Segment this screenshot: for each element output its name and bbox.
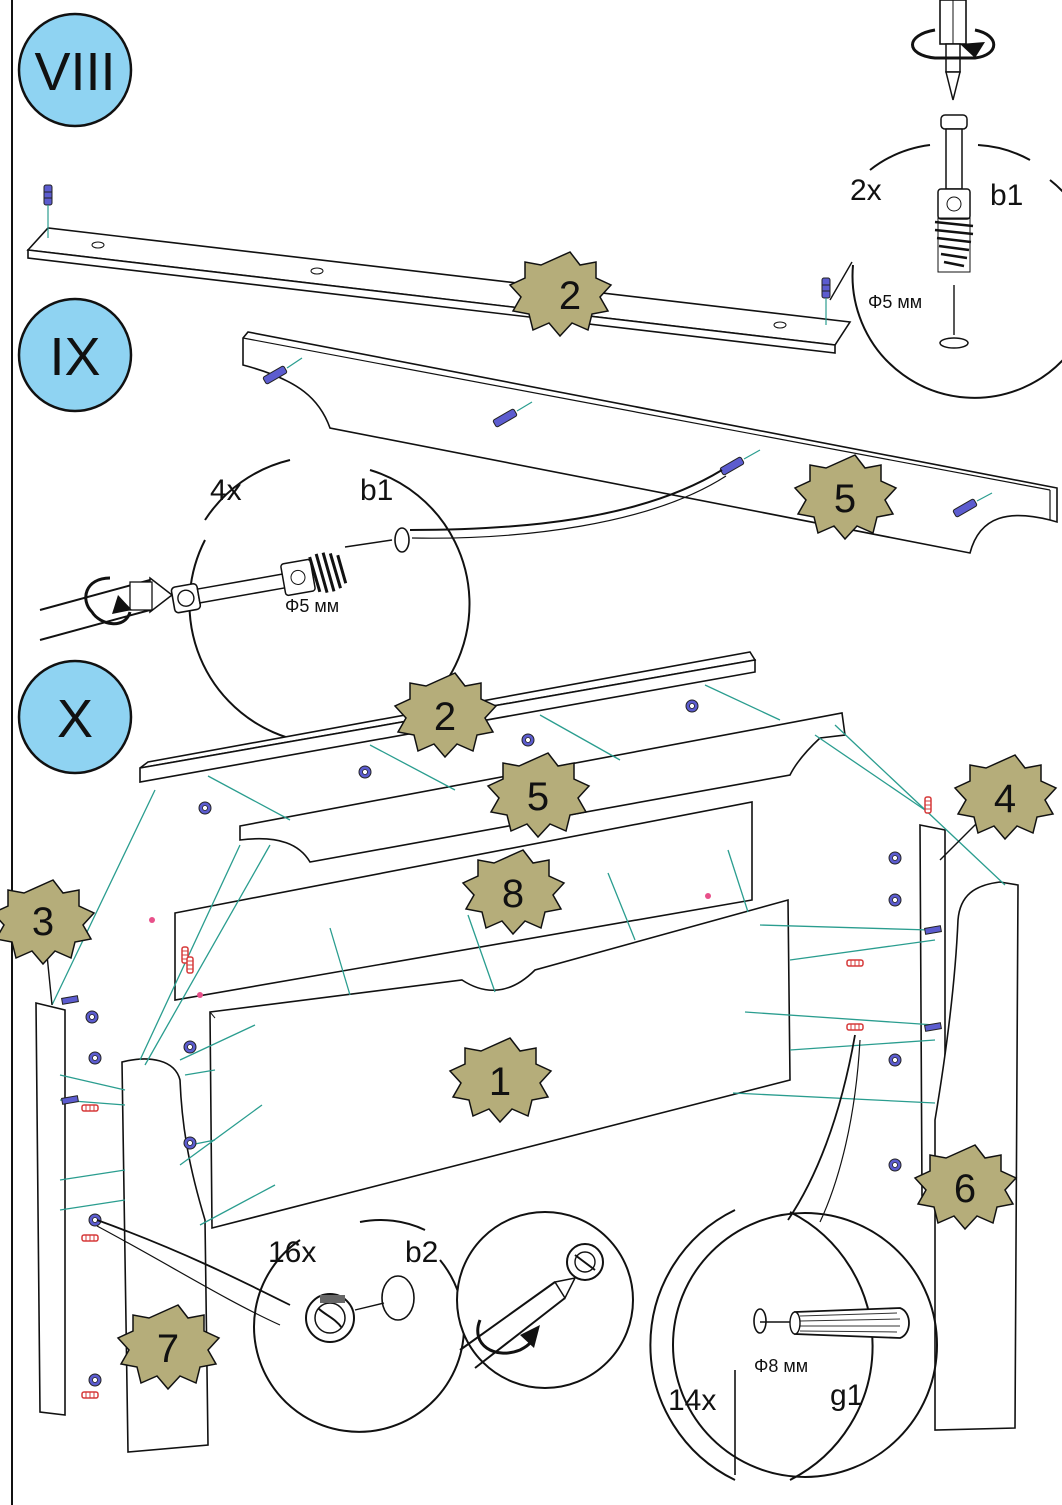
part-badge-5-ix: 5 <box>793 454 898 541</box>
pink-pins <box>149 893 711 998</box>
cam-lock-icon <box>566 1243 604 1281</box>
part-label-7: 7 <box>157 1327 179 1371</box>
part-badge-8: 8 <box>461 849 566 936</box>
cam-bolt-icon <box>719 449 761 476</box>
callout-dowel-diameter: Φ8 мм <box>754 1356 808 1376</box>
callout-ix-code: b1 <box>360 474 393 507</box>
part-badge-3: 3 <box>0 879 96 966</box>
part-badge-4: 4 <box>953 754 1058 841</box>
callout-viii-qty: 2x <box>850 174 882 207</box>
screwdriver-icon <box>939 0 967 101</box>
part-label-3: 3 <box>32 900 54 944</box>
cam-bolt-icon <box>262 357 303 385</box>
callout-viii-code: b1 <box>990 179 1023 212</box>
callout-dowel-code: g1 <box>830 1379 863 1412</box>
callout-ix: 4x b1 Φ5 мм <box>39 459 471 745</box>
cam-bolt-icon <box>952 492 993 518</box>
dowel-icon <box>753 1307 910 1339</box>
callout-ix-diameter: Φ5 мм <box>285 596 339 616</box>
callout-dowel: 14x g1 Φ8 мм <box>649 1209 938 1481</box>
step-badge-viii: VIII <box>17 12 133 128</box>
step-label-viii: VIII <box>34 42 115 102</box>
part-badge-2-viii: 2 <box>508 251 613 338</box>
callout-cam-code: b2 <box>405 1236 438 1269</box>
panel-7 <box>121 1058 209 1453</box>
callout-cam-qty: 16x <box>268 1236 316 1269</box>
rotate-arrow-icon <box>911 28 996 60</box>
step-badge-ix: IX <box>17 297 133 413</box>
cam-bolt-icon <box>492 401 533 428</box>
board-2-viii <box>26 227 852 354</box>
rotate-arrow-icon <box>476 1319 540 1355</box>
part-label-5: 5 <box>527 775 549 819</box>
callout-dowel-qty: 14x <box>668 1384 716 1417</box>
part-label-5: 5 <box>834 477 856 521</box>
part-label-2: 2 <box>559 274 581 318</box>
flat-screwdriver-icon <box>459 1276 577 1369</box>
part-label-6: 6 <box>954 1167 976 1211</box>
panel-3 <box>35 1001 66 1416</box>
callout-viii: 2x b1 Φ5 мм <box>850 0 1062 399</box>
blue-bolts <box>61 925 942 1105</box>
part-badge-5-x: 5 <box>486 752 591 839</box>
part-label-8: 8 <box>502 872 524 916</box>
board-8 <box>174 801 753 1001</box>
part-label-4: 4 <box>994 777 1016 821</box>
cam-bolt-icon <box>934 114 974 349</box>
callout-ix-qty: 4x <box>210 474 242 507</box>
screwdriver-icon <box>39 576 174 641</box>
part-label-1: 1 <box>489 1060 511 1104</box>
part-badge-1: 1 <box>448 1037 553 1124</box>
step-badge-x: X <box>17 659 133 775</box>
part-badge-2-x: 2 <box>393 672 498 759</box>
part-label-2: 2 <box>434 695 456 739</box>
cam-bolt-icon <box>821 277 831 325</box>
cam-bolt-icon <box>43 184 53 238</box>
step-label-ix: IX <box>49 327 100 387</box>
callout-screwdriver <box>456 1211 634 1389</box>
callout-viii-diameter: Φ5 мм <box>868 292 922 312</box>
cam-bolt-icon <box>170 552 348 614</box>
part-badge-6: 6 <box>913 1144 1018 1231</box>
cam-lock-icon <box>305 1275 415 1343</box>
rotate-arrow-icon <box>84 576 132 626</box>
callout-cam: 16x b2 <box>253 1219 465 1433</box>
step-label-x: X <box>57 689 93 749</box>
board-5-ix <box>242 331 1058 554</box>
part-badge-7: 7 <box>116 1304 221 1391</box>
